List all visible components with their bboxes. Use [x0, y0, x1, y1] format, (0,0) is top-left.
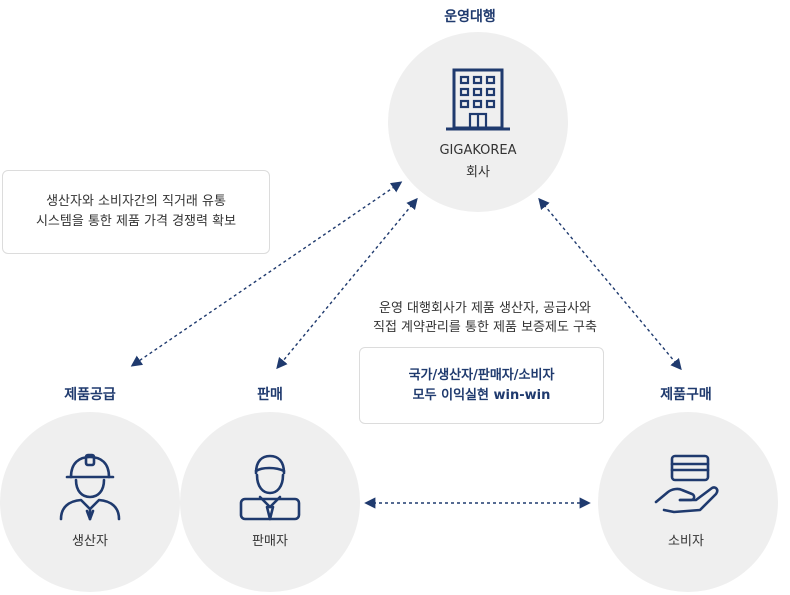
company-sub-label: 회사	[466, 165, 490, 180]
building-icon	[446, 68, 510, 131]
salesperson-icon	[239, 454, 301, 521]
consumer-role-label: 제품구매	[660, 387, 712, 403]
card-hand-icon	[654, 454, 719, 514]
top-role-label: 운영대행	[444, 9, 496, 25]
connector-company-producer	[130, 181, 403, 367]
connector-company-seller	[276, 197, 418, 370]
producer-role-label: 제품공급	[64, 387, 116, 403]
seller-label: 판매자	[252, 534, 288, 549]
producer-node	[0, 412, 180, 592]
consumer-node	[598, 412, 778, 592]
producer-label: 생산자	[72, 534, 108, 549]
win-win-line1: 국가/생산자/판매자/소비자	[408, 367, 555, 383]
consumer-label: 소비자	[668, 534, 704, 549]
company-name: GIGAKOREA	[439, 143, 517, 158]
connector-company-consumer	[538, 197, 682, 371]
seller-node	[180, 412, 360, 592]
worker-icon	[59, 453, 121, 521]
center-description-line1: 운영 대행회사가 제품 생산자, 공급사와	[378, 301, 592, 316]
seller-role-label: 판매	[257, 387, 283, 403]
win-win-line2: 모두 이익실현 win-win	[412, 387, 551, 403]
